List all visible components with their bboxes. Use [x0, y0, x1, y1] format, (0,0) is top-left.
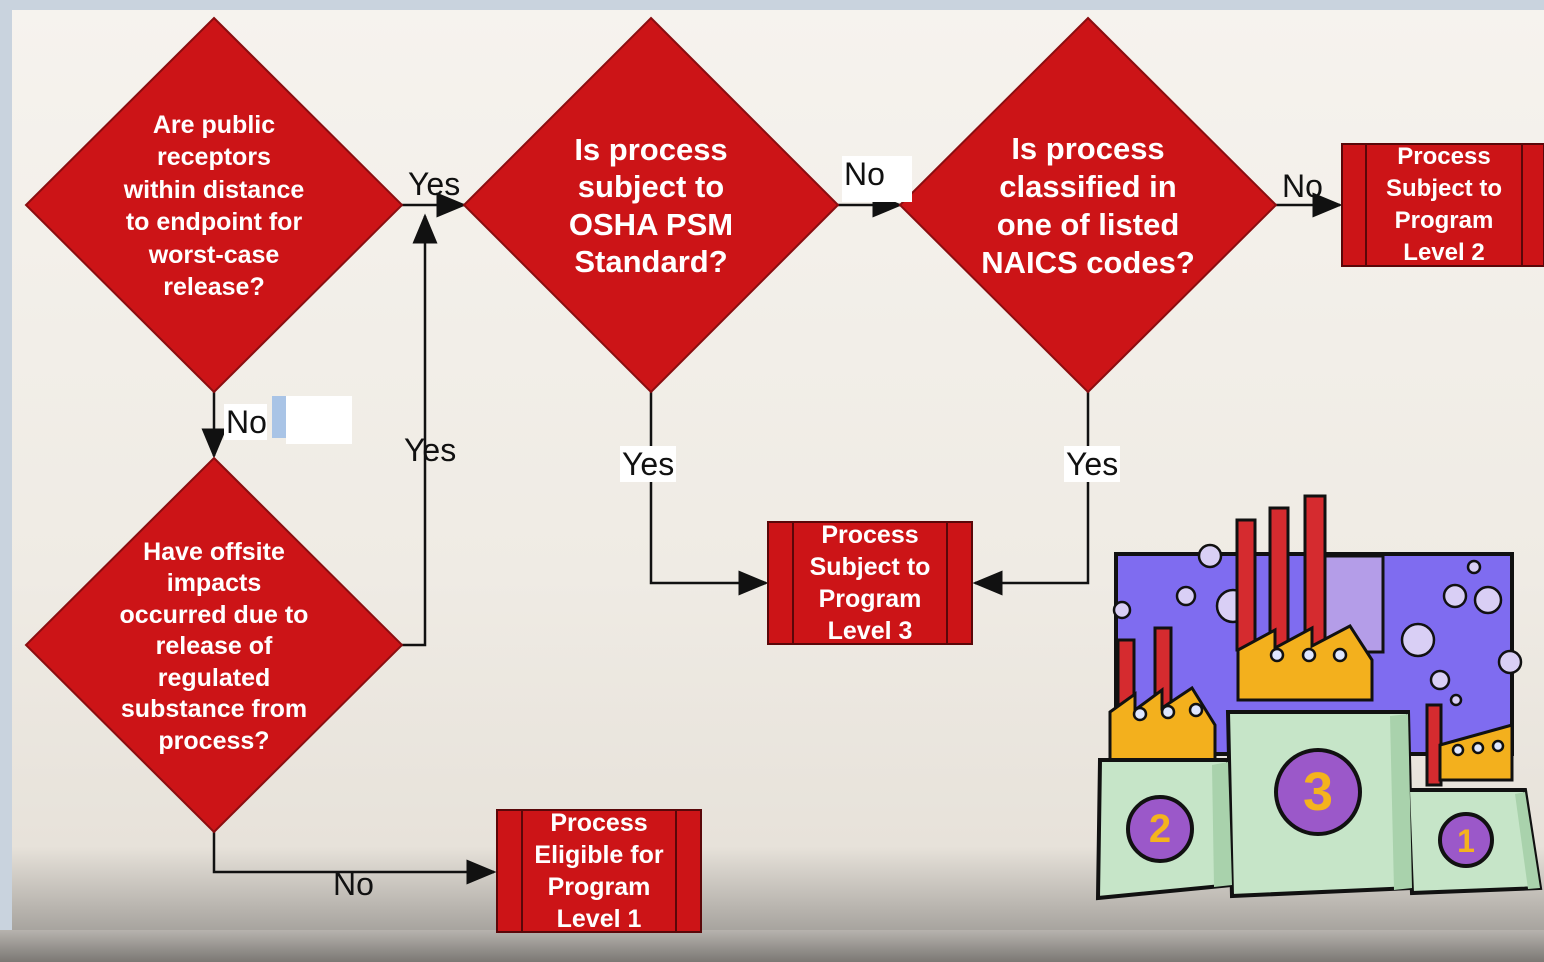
- label-no-d4-level1: No: [333, 866, 374, 902]
- decision-d3-shape: [898, 16, 1278, 394]
- label-yes-d3-level3: Yes: [1064, 446, 1121, 482]
- label-background: [286, 396, 352, 444]
- decision-offsite-impacts-text: Have offsite impacts occurred due to rel…: [119, 537, 309, 755]
- decision-naics-codes-text: Is process classified in one of listed N…: [981, 130, 1195, 280]
- outcome-level3-shape: [767, 521, 973, 645]
- window-frame-left: [0, 0, 12, 962]
- window-frame-top: [0, 0, 1544, 10]
- label-yes-d1-d2: Yes: [408, 166, 461, 202]
- decision-naics-codes: Is process classified in one of listed N…: [980, 108, 1196, 303]
- decision-osha-psm-text: Is process subject to OSHA PSM Standard?: [568, 131, 734, 280]
- label-yes-d4-up: Yes: [404, 432, 457, 468]
- outcome-program-level-3: Process Subject to Program Level 3: [793, 521, 947, 645]
- podium-number-3: 3: [1302, 762, 1334, 822]
- outcome-program-level-2: Process Subject to Program Level 2: [1366, 143, 1522, 266]
- outcome-level1-shape: [496, 809, 702, 933]
- decision-offsite-impacts: Have offsite impacts occurred due to rel…: [112, 535, 316, 759]
- label-no-d1-d4: No: [224, 404, 267, 440]
- label-no-d2-d3: No: [842, 156, 912, 202]
- decision-d4-shape: [24, 456, 404, 834]
- connector-d2-level3: [649, 392, 769, 596]
- decision-d1-shape: [24, 16, 404, 394]
- connector-d3-level3: [972, 392, 1090, 596]
- decision-d2-shape: [462, 16, 840, 394]
- outcome-program-level-2-text: Process Subject to Program Level 2: [1385, 143, 1502, 266]
- connector-d4-level1: [212, 832, 497, 885]
- outcome-level2-shape: [1341, 143, 1544, 267]
- label-no-d3-level2: No: [1282, 168, 1323, 204]
- text-cursor-highlight: [272, 396, 286, 438]
- outcome-program-level-1: Process Eligible for Program Level 1: [522, 809, 676, 933]
- decision-osha-psm: Is process subject to OSHA PSM Standard?: [550, 128, 752, 283]
- decision-public-receptors: Are public receptors within distance to …: [120, 90, 308, 322]
- podium-number-1: 1: [1457, 822, 1475, 859]
- outcome-program-level-1-text: Process Eligible for Program Level 1: [534, 809, 664, 933]
- connector-d4-up: [402, 213, 438, 647]
- outcome-program-level-3-text: Process Subject to Program Level 3: [809, 521, 931, 645]
- label-yes-d2-level3: Yes: [620, 446, 677, 482]
- decision-public-receptors-text: Are public receptors within distance to …: [123, 110, 305, 302]
- footer-band: [0, 930, 1544, 962]
- podium-number-2: 2: [1148, 806, 1172, 851]
- factory-podium-illustration: [1095, 494, 1543, 901]
